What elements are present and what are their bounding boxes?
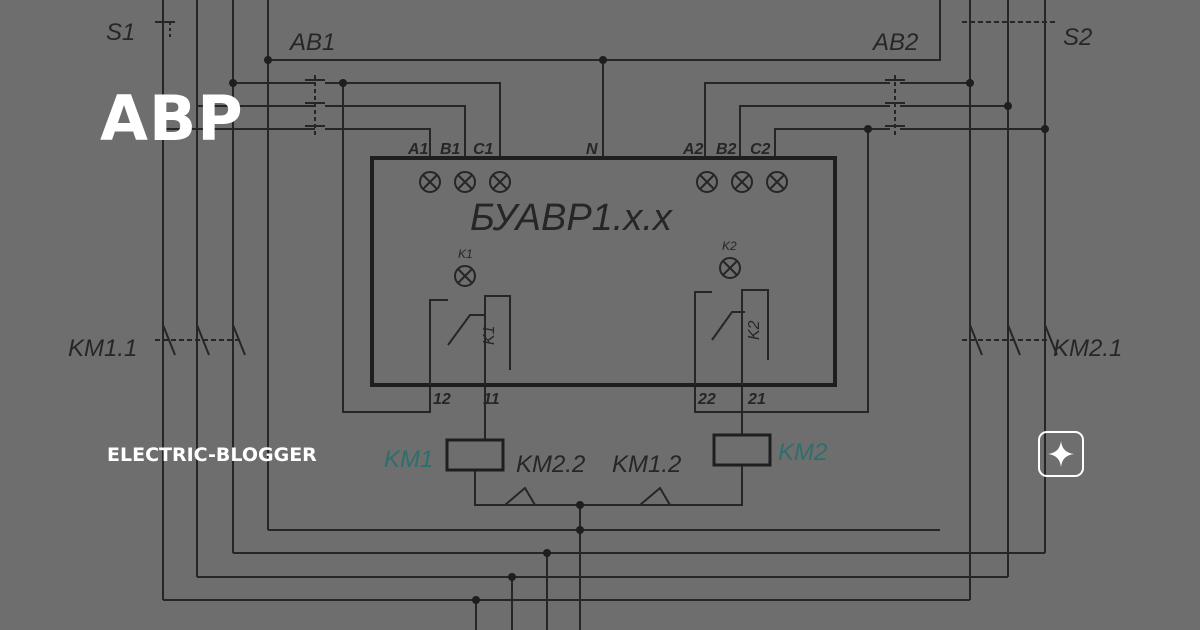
terminal-22: 22 [697, 391, 716, 408]
terminal-c1: C1 [473, 141, 494, 158]
sparkle-icon[interactable] [1038, 431, 1084, 477]
km1-coil [445, 438, 505, 472]
km11-label: KM1.1 [68, 335, 137, 362]
lamp-k1 [454, 265, 476, 287]
k1-relay-label: K1 [481, 325, 498, 345]
lamp-b2 [731, 171, 753, 193]
km22-label: KM2.2 [516, 451, 585, 478]
terminal-a2: A2 [682, 141, 704, 158]
lamp-a1 [419, 171, 441, 193]
sparkle-icon-glyph [1048, 441, 1074, 467]
terminal-b1: B1 [440, 141, 461, 158]
terminal-12: 12 [433, 391, 451, 408]
terminal-21: 21 [747, 391, 766, 408]
device-box [370, 156, 837, 387]
terminal-n: N [586, 141, 598, 158]
km21-label: KM2.1 [1053, 335, 1122, 362]
lamp-a2 [696, 171, 718, 193]
ab2-label: AB2 [871, 29, 918, 56]
terminal-c2: C2 [750, 141, 771, 158]
terminal-11: 11 [483, 391, 500, 408]
relay-contacts [429, 289, 769, 385]
km12-label: KM1.2 [612, 451, 681, 478]
s2-label: S2 [1063, 24, 1092, 51]
km2-label: KM2 [778, 439, 827, 466]
page-title: АВР [100, 82, 244, 155]
lamp-k2 [719, 257, 741, 279]
km2-coil [712, 433, 772, 467]
lamp-c2 [766, 171, 788, 193]
s1-label: S1 [106, 19, 135, 46]
terminal-a1: A1 [407, 141, 429, 158]
device-title: БУАВР1.х.х [470, 197, 674, 239]
junction-dots [229, 56, 1049, 604]
wires [155, 0, 1058, 630]
km1-label: KM1 [384, 446, 433, 473]
k1-lamp-label: K1 [458, 247, 473, 261]
k2-lamp-label: K2 [722, 239, 737, 253]
k2-relay-label: K2 [746, 320, 763, 340]
terminal-b2: B2 [716, 141, 737, 158]
lamp-c1 [489, 171, 511, 193]
indicator-lamps [419, 171, 788, 287]
lamp-b1 [454, 171, 476, 193]
channel-name[interactable]: ELECTRIC-BLOGGER [107, 444, 317, 466]
ab1-label: AB1 [288, 29, 335, 56]
